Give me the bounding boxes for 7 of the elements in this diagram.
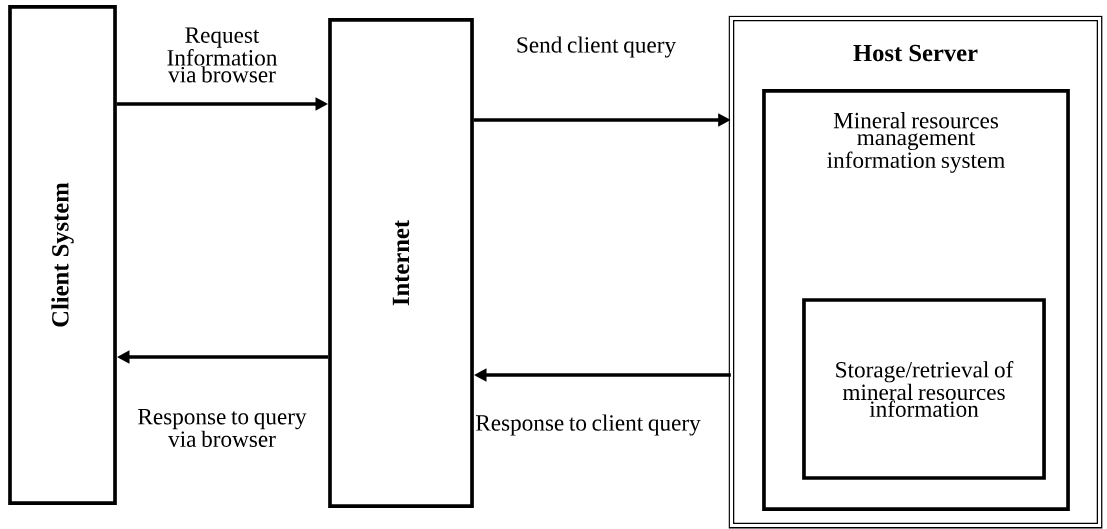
edge-label: Request Information via browser [167,27,278,83]
storage-box: Storage/retrieval of mineral resources information [802,298,1046,480]
edge-label: Response to query via browser [138,409,307,447]
edge-label: Send client query [517,36,676,58]
system-box: Client System [8,5,117,505]
system-box: Internet [328,18,474,508]
edge-label: Response to client query [475,414,701,436]
